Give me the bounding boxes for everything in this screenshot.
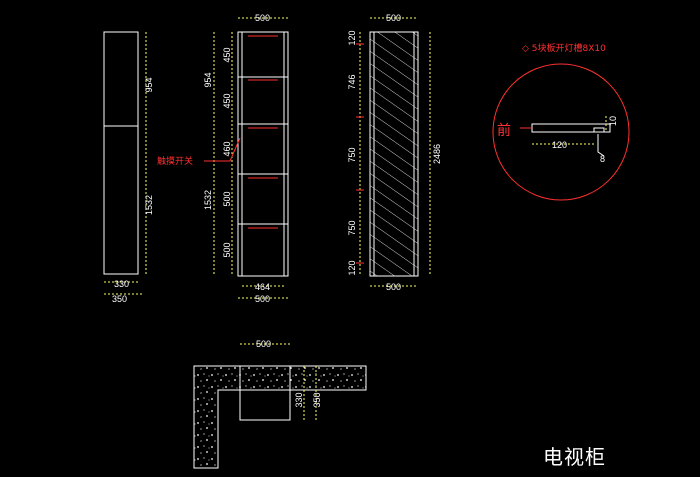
- detail-dim-120: 120: [552, 140, 567, 150]
- side-dim-954: 954: [144, 77, 154, 92]
- front-door-elevation: [356, 17, 431, 287]
- front-dim-464: 464: [255, 282, 270, 292]
- side-dim-1532: 1532: [144, 195, 154, 215]
- door-dim-2486: 2486: [432, 144, 442, 164]
- front-open-elevation: [204, 17, 289, 299]
- front-dim-500-b: 500: [222, 242, 232, 257]
- front-label: 前: [497, 122, 511, 139]
- front-dim-1532: 1532: [203, 190, 213, 210]
- front-dim-500-bottom: 500: [255, 294, 270, 304]
- door-dim-750-b: 750: [347, 220, 357, 235]
- front-dim-460: 460: [222, 141, 232, 156]
- plan-view: [193, 343, 367, 469]
- front-dim-500-a: 500: [222, 191, 232, 206]
- plan-dim-350: 350: [312, 392, 322, 407]
- plan-dim-500: 500: [256, 339, 271, 349]
- plan-dim-330: 330: [294, 392, 304, 407]
- door-dim-500-top: 500: [386, 13, 401, 23]
- groove-detail: [492, 63, 630, 201]
- door-dim-750-a: 750: [347, 147, 357, 162]
- door-dim-500-bottom: 500: [386, 282, 401, 292]
- detail-dim-8: 8: [600, 154, 605, 164]
- side-elevation: [103, 31, 147, 295]
- front-dim-450-a: 450: [222, 47, 232, 62]
- groove-note: ◇ 5块板开灯槽8X10: [522, 42, 606, 54]
- touch-switch-label: 触摸开关: [157, 155, 193, 167]
- front-dim-500-top: 500: [255, 13, 270, 23]
- door-dim-120-bottom: 120: [347, 260, 357, 275]
- side-dim-330: 330: [114, 279, 129, 289]
- front-dim-954: 954: [203, 72, 213, 87]
- side-dim-350: 350: [112, 294, 127, 304]
- front-dim-450-b: 450: [222, 93, 232, 108]
- door-dim-120-top: 120: [347, 30, 357, 45]
- detail-dim-10: 10: [608, 116, 618, 126]
- door-dim-746: 746: [347, 74, 357, 89]
- drawing-title: 电视柜: [543, 445, 606, 469]
